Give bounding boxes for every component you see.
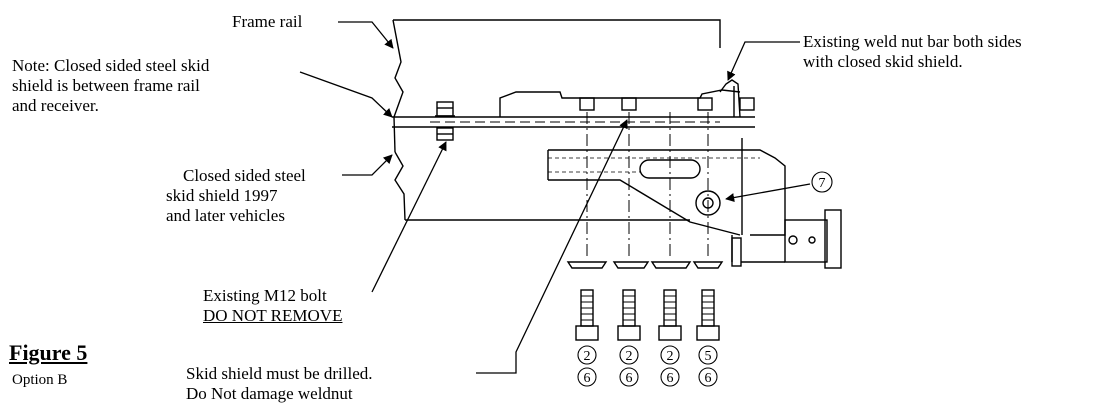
figure-subtitle: Option B xyxy=(12,372,68,388)
m12-bolt xyxy=(435,101,455,141)
label-closed-line2: skid shield 1997 xyxy=(166,186,278,205)
leader-arrows xyxy=(299,21,811,374)
label-note-line1: Note: Closed sided steel skid xyxy=(12,56,210,75)
bar-bolt-heads xyxy=(579,97,755,111)
callout-col3-top: 2 xyxy=(667,349,674,364)
label-drill-line2: Do Not damage weldnut xyxy=(186,384,353,403)
callout-col1-bottom: 6 xyxy=(584,371,591,386)
label-closed-line1: Closed sided steel xyxy=(183,166,306,185)
callout-col4-bottom: 6 xyxy=(705,371,712,386)
callout-col3-bottom: 6 xyxy=(667,371,674,386)
frame-rail-outline xyxy=(392,19,721,221)
callout-circles xyxy=(577,171,833,387)
callout-col2-bottom: 6 xyxy=(626,371,633,386)
label-weld-line2: with closed skid shield. xyxy=(803,52,963,71)
washers xyxy=(566,261,724,269)
callout-part-7: 7 xyxy=(819,176,826,191)
callout-col1-top: 2 xyxy=(584,349,591,364)
label-weld-line1: Existing weld nut bar both sides xyxy=(803,32,1022,51)
label-note-line2: shield is between frame rail xyxy=(12,76,200,95)
bolt-center-lines xyxy=(586,112,709,258)
figure-title: Figure 5 xyxy=(9,340,88,365)
label-note-line3: and receiver. xyxy=(12,96,99,115)
label-closed-line3: and later vehicles xyxy=(166,206,285,225)
label-bolt-line1: Existing M12 bolt xyxy=(203,286,327,305)
label-drill-line1: Skid shield must be drilled. xyxy=(186,364,373,383)
receiver-tube xyxy=(731,209,842,269)
label-frame-rail: Frame rail xyxy=(232,12,303,31)
callout-col2-top: 2 xyxy=(626,349,633,364)
label-bolt-line2: DO NOT REMOVE xyxy=(203,306,343,325)
skid-shield-plate xyxy=(392,116,755,128)
callout-col4-top: 5 xyxy=(705,349,712,364)
loose-bolts xyxy=(575,289,720,341)
